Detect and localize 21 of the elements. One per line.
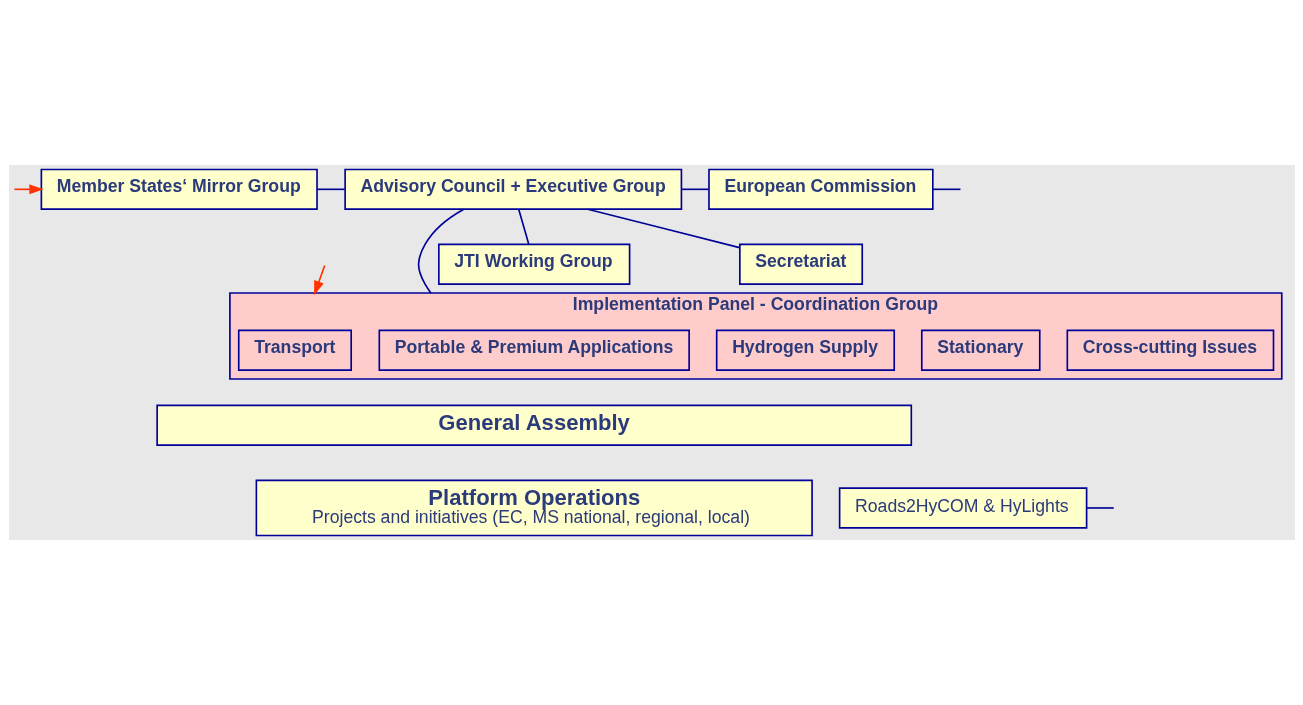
node-box: Platform Operations Projects and initiatives (EC, MS national, regional, local) [255,479,813,537]
node-box: Member States‘ Mirror Group [40,168,318,210]
connector [517,208,529,245]
node-box: Transport [237,329,352,371]
connector [1085,507,1115,509]
node-box: Advisory Council + Executive Group [343,168,682,210]
node-box: Portable & Premium Applications [378,329,690,371]
connector [315,188,346,191]
connector [680,188,710,191]
node-box: Hydrogen Supply [715,329,895,371]
node-box: Stationary [920,329,1041,371]
node-box: Cross-cutting Issues [1066,329,1274,371]
node-box: Roads2HyCOM & HyLights [838,487,1087,529]
arrow [13,184,44,195]
arrow [313,264,326,296]
node-box: European Commission [707,168,934,210]
node-box: Secretariat [738,243,863,285]
connector [931,188,961,191]
connector [586,208,740,249]
node-box: General Assembly [155,404,912,446]
node-box: JTI Working Group [437,243,630,285]
